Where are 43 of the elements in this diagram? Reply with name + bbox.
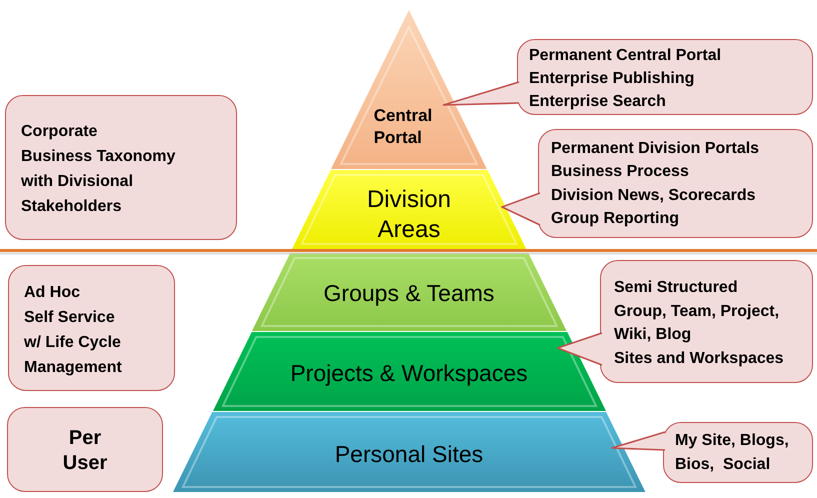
tier-label: Central Portal	[374, 105, 432, 149]
callout-text: Per User	[62, 426, 108, 476]
callout-box	[600, 260, 813, 383]
note-box	[5, 95, 237, 240]
callout-text: Stakeholders	[21, 196, 122, 216]
callout-text: Self Service	[24, 308, 115, 328]
callout-pointer	[442, 81, 520, 106]
tier-label: Division Areas	[366, 185, 451, 245]
callout-pointer	[556, 332, 603, 366]
pyramid-tier	[292, 170, 526, 249]
callout-text: Sites and Workspaces	[614, 348, 784, 368]
tier-label: Projects & Workspaces	[290, 359, 528, 387]
callout-text: My Site, Blogs,	[675, 431, 789, 451]
callout-text: Group, Team, Project,	[614, 302, 780, 322]
tier-label: Groups & Teams	[324, 279, 494, 307]
pyramid-tier	[212, 332, 606, 411]
callout-text: Division News, Scorecards	[551, 186, 756, 206]
pyramid-tier	[252, 253, 566, 331]
callout-text: Management	[24, 358, 122, 378]
callout-text: Enterprise Publishing	[529, 68, 694, 88]
callout-text: Permanent Central Portal	[529, 46, 722, 66]
note-box	[8, 265, 175, 391]
callout-text: Ad Hoc	[24, 282, 80, 302]
callout-text: w/ Life Cycle	[24, 332, 121, 352]
callout-text: Semi Structured	[614, 278, 738, 298]
callout-text: Business Process	[551, 162, 689, 182]
callout-text: Bios, Social	[675, 455, 770, 475]
callout-box	[517, 39, 813, 115]
pyramid-tier	[172, 412, 646, 492]
callout-text: Permanent Division Portals	[551, 139, 760, 159]
note-box	[7, 407, 163, 492]
callout-text: Wiki, Blog	[614, 325, 692, 345]
callout-text: with Divisional	[21, 172, 134, 192]
callout-text: Group Reporting	[551, 208, 679, 229]
callout-text: Business Taxonomy	[21, 146, 176, 166]
callout-box	[663, 422, 813, 483]
callout-pointer	[611, 431, 666, 451]
pyramid-tier	[331, 10, 487, 169]
callout-box	[538, 129, 813, 238]
callout-text: Corporate	[21, 122, 98, 142]
callout-pointer	[501, 192, 541, 226]
tier-label: Personal Sites	[334, 440, 484, 468]
callout-text: Enterprise Search	[529, 92, 666, 112]
